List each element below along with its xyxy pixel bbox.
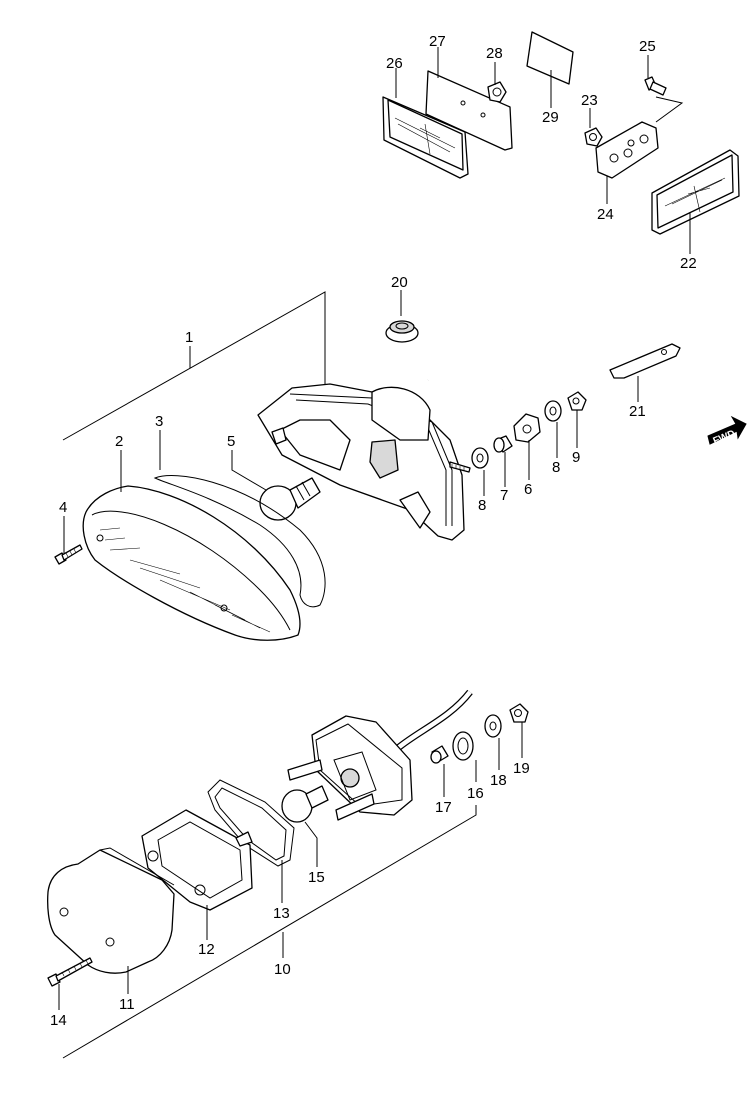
label-15: 15	[308, 869, 325, 886]
label-21: 21	[629, 403, 646, 420]
tail-light-assembly	[54, 291, 681, 641]
label-6: 6	[524, 481, 532, 498]
label-18: 18	[490, 772, 507, 789]
label-16: 16	[467, 785, 484, 802]
part-22-reflector	[651, 149, 740, 235]
part-3-gasket	[153, 475, 326, 608]
part-20-grommet	[385, 320, 419, 343]
part-28-nut	[487, 81, 507, 103]
label-25: 25	[639, 38, 656, 55]
label-12: 12	[198, 941, 215, 958]
label-20: 20	[391, 274, 408, 291]
part-24-bracket	[595, 121, 659, 179]
part-25-screw	[644, 76, 667, 96]
leader-lines	[58, 47, 691, 1010]
label-28: 28	[486, 45, 503, 62]
part-8-washer-right	[544, 400, 562, 422]
label-8a: 8	[478, 497, 486, 514]
bracket-item-1	[62, 291, 326, 441]
label-8b: 8	[552, 459, 560, 476]
label-27: 27	[429, 33, 446, 50]
label-4: 4	[59, 499, 67, 516]
part-8-washer-left	[471, 447, 489, 469]
callout-labels: 1 2 3 4 5 6 7 8 8 9 10 11 12 13 14 15 16…	[50, 33, 697, 1029]
label-11: 11	[119, 996, 135, 1013]
reflector-assembly-top	[382, 31, 740, 235]
license-lamp-housing	[287, 715, 413, 821]
part-21-stay	[609, 343, 681, 379]
label-22: 22	[680, 255, 697, 272]
part-5-bulb	[259, 477, 321, 521]
part-18-washer	[484, 714, 502, 738]
label-1: 1	[185, 329, 193, 346]
part-7-spacer	[493, 435, 513, 453]
part-11-cover	[47, 847, 175, 974]
label-24: 24	[597, 206, 614, 223]
part-9-nut	[567, 391, 587, 411]
license-lamp-assembly	[47, 689, 529, 1059]
label-13: 13	[273, 905, 290, 922]
fwd-label: FWD	[712, 428, 737, 447]
part-29-pad	[526, 31, 574, 85]
part-14-screw	[47, 957, 93, 987]
label-7: 7	[500, 487, 508, 504]
label-14: 14	[50, 1012, 67, 1029]
fwd-direction-arrow: FWD	[707, 415, 747, 447]
part-16-grommet	[452, 731, 474, 761]
label-2: 2	[115, 433, 123, 450]
part-6-nut	[513, 413, 541, 443]
part-2-lens	[82, 485, 301, 641]
part-19-nut	[509, 703, 529, 723]
label-19: 19	[513, 760, 530, 777]
part-15-bulb	[281, 785, 329, 823]
label-29: 29	[542, 109, 559, 126]
part-17-spacer	[430, 745, 449, 764]
label-5: 5	[227, 433, 235, 450]
label-10: 10	[274, 961, 291, 978]
part-23-nut	[584, 127, 603, 147]
part-13-gasket	[207, 779, 295, 867]
part-4-screw	[54, 544, 83, 565]
bracket-item-10	[62, 805, 477, 1059]
label-9: 9	[572, 449, 580, 466]
tail-light-housing	[257, 383, 471, 541]
label-23: 23	[581, 92, 598, 109]
label-26: 26	[386, 55, 403, 72]
label-17: 17	[435, 799, 452, 816]
label-3: 3	[155, 413, 163, 430]
